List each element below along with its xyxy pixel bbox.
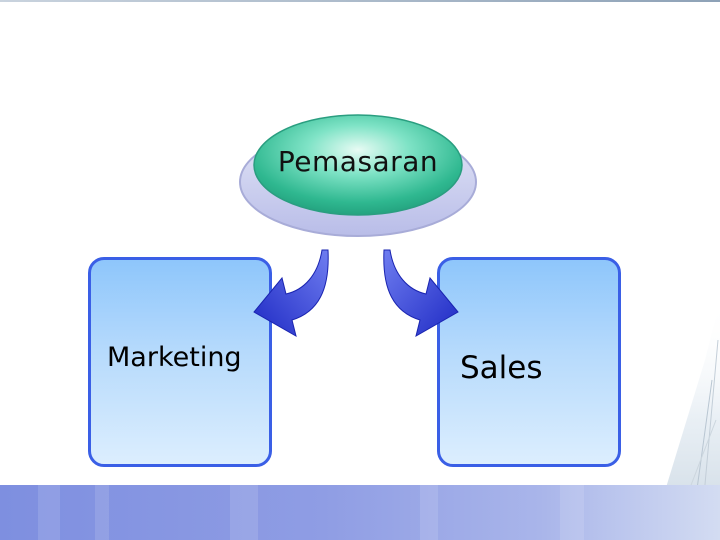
child-box-marketing: Marketing <box>88 257 272 467</box>
footer-band <box>0 485 720 540</box>
root-node: Pemasaran <box>238 110 478 240</box>
root-label: Pemasaran <box>277 145 439 178</box>
top-border-line <box>0 0 720 2</box>
arrow-right <box>383 249 459 338</box>
child-label-marketing: Marketing <box>107 342 242 373</box>
root-ellipse <box>239 114 477 237</box>
child-label-sales: Sales <box>460 350 543 386</box>
child-box-sales: Sales <box>437 257 621 467</box>
arrow-left <box>253 249 329 338</box>
